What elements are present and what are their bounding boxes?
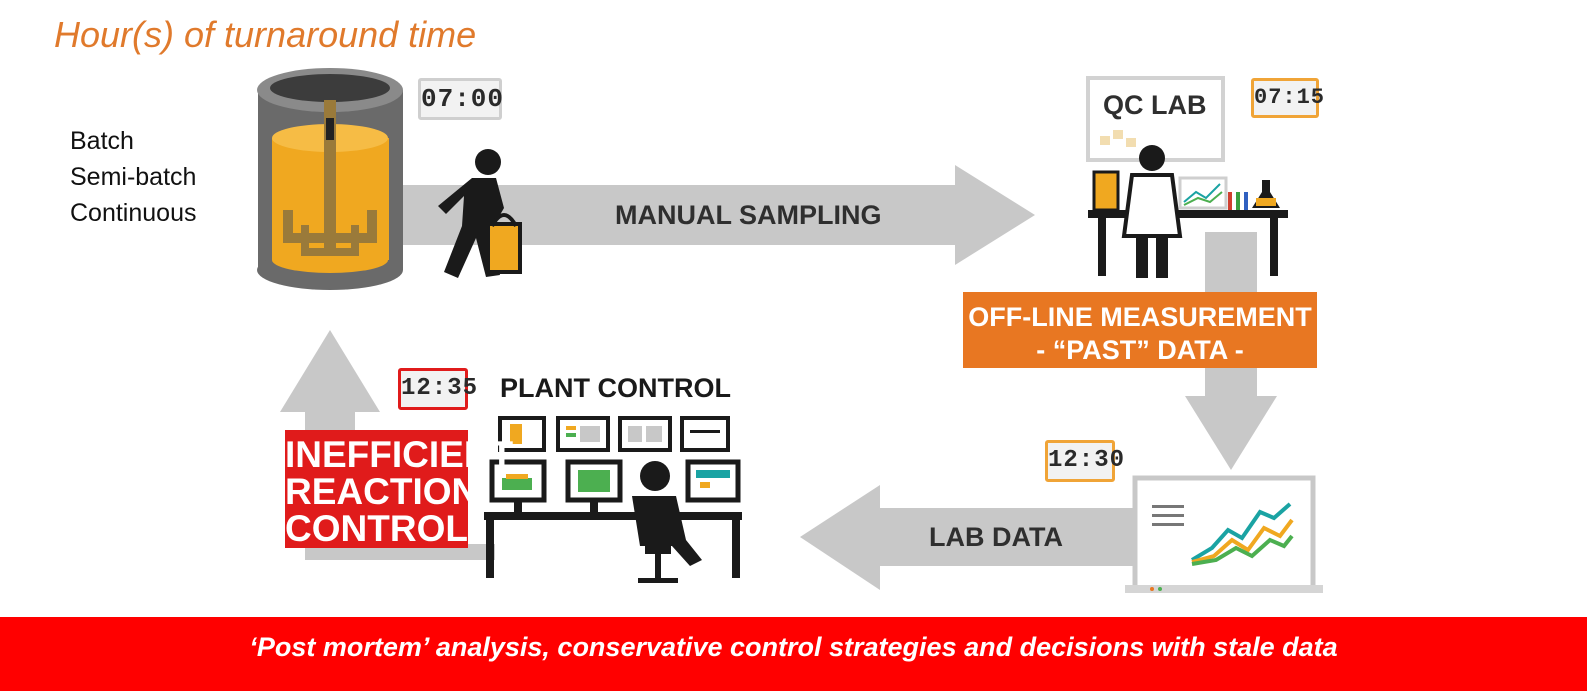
reactor-icon — [257, 68, 403, 290]
plant-control-room-icon — [484, 416, 742, 583]
laptop-chart-icon — [1125, 475, 1323, 593]
lab-data-label: LAB DATA — [929, 522, 1063, 552]
inefficient-control-line3: CONTROL — [285, 508, 468, 549]
plant-control-label: PLANT CONTROL — [500, 373, 731, 403]
process-mode-item: Continuous — [70, 199, 197, 227]
process-mode-list: Batch Semi-batch Continuous — [70, 123, 196, 231]
clock-qc-lab: 07:15 — [1251, 78, 1324, 118]
inefficient-control-line2: REACTION — [285, 471, 479, 512]
qc-lab-icon — [1086, 76, 1288, 278]
footer-banner: ‘Post mortem’ analysis, conservative con… — [0, 617, 1587, 691]
offline-measurement-line2: - “PAST” DATA - — [1036, 335, 1244, 365]
arrow-lab-to-measurement — [1205, 232, 1257, 292]
offline-measurement-line1: OFF-LINE MEASUREMENT — [968, 302, 1312, 332]
inefficient-control-box: INEFFICIENT REACTION CONTROL — [285, 430, 514, 549]
process-mode-item: Semi-batch — [70, 163, 197, 191]
arrow-down-to-laptop — [1185, 368, 1277, 470]
clock-reactor: 07:00 — [418, 78, 503, 120]
operator-walking-icon — [438, 149, 522, 278]
manual-sampling-label: MANUAL SAMPLING — [615, 200, 882, 230]
clock-lab-data: 12:30 — [1045, 440, 1124, 482]
offline-measurement-box: OFF-LINE MEASUREMENT - “PAST” DATA - — [963, 292, 1317, 368]
page-title: Hour(s) of turnaround time — [54, 14, 477, 55]
process-mode-item: Batch — [70, 127, 134, 155]
qc-lab-label: QC LAB — [1103, 90, 1207, 120]
clock-plant-control: 12:35 — [398, 368, 477, 410]
inefficient-control-line1: INEFFICIENT — [285, 434, 514, 475]
arrow-lab-data — [800, 485, 1135, 590]
